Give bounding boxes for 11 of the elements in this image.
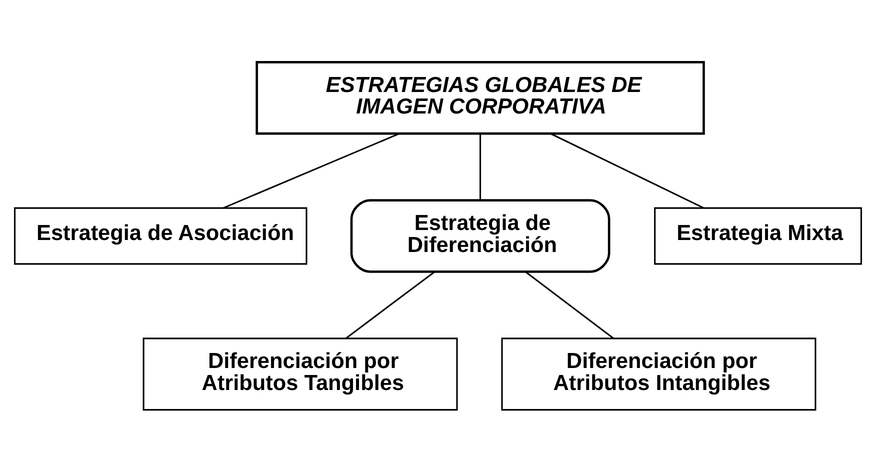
connector: [550, 132, 704, 208]
node-box: Estrategia de Asociación: [14, 206, 308, 264]
connector: [223, 132, 400, 208]
node-box: Diferenciación por Atributos Intangibles: [501, 337, 816, 410]
node-box: Estrategia Mixta: [654, 206, 862, 264]
node-box: Diferenciación por Atributos Tangibles: [142, 337, 458, 410]
connector: [346, 270, 435, 338]
connector: [480, 134, 482, 200]
connector: [525, 270, 614, 338]
node-box: ESTRATEGIAS GLOBALES DE IMAGEN CORPORATIVA: [256, 60, 705, 134]
node-box: Estrategia de Diferenciación: [350, 198, 610, 272]
